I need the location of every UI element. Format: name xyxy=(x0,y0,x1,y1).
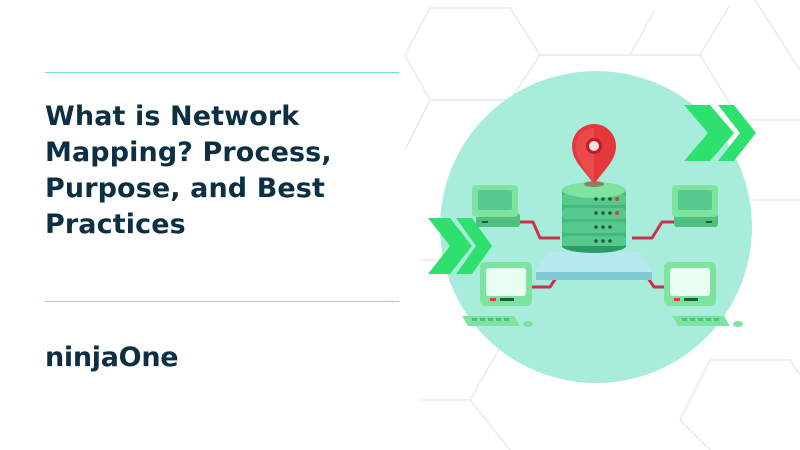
chevron-right-icon xyxy=(684,105,756,161)
computer-icon xyxy=(472,185,520,227)
computer-icon xyxy=(462,262,533,327)
location-pin-icon xyxy=(572,124,616,187)
bottom-divider xyxy=(45,301,399,302)
article-title: What is Network Mapping? Process, Purpos… xyxy=(45,101,332,240)
network-mapping-illustration xyxy=(404,0,800,450)
server-platform xyxy=(536,252,652,280)
chevron-right-icon xyxy=(428,218,492,274)
server-stack-icon xyxy=(562,182,626,253)
top-divider xyxy=(45,72,399,73)
computer-icon xyxy=(664,262,743,327)
ninjaone-logo: ninjaOne xyxy=(45,342,179,373)
computer-icon xyxy=(672,185,718,227)
